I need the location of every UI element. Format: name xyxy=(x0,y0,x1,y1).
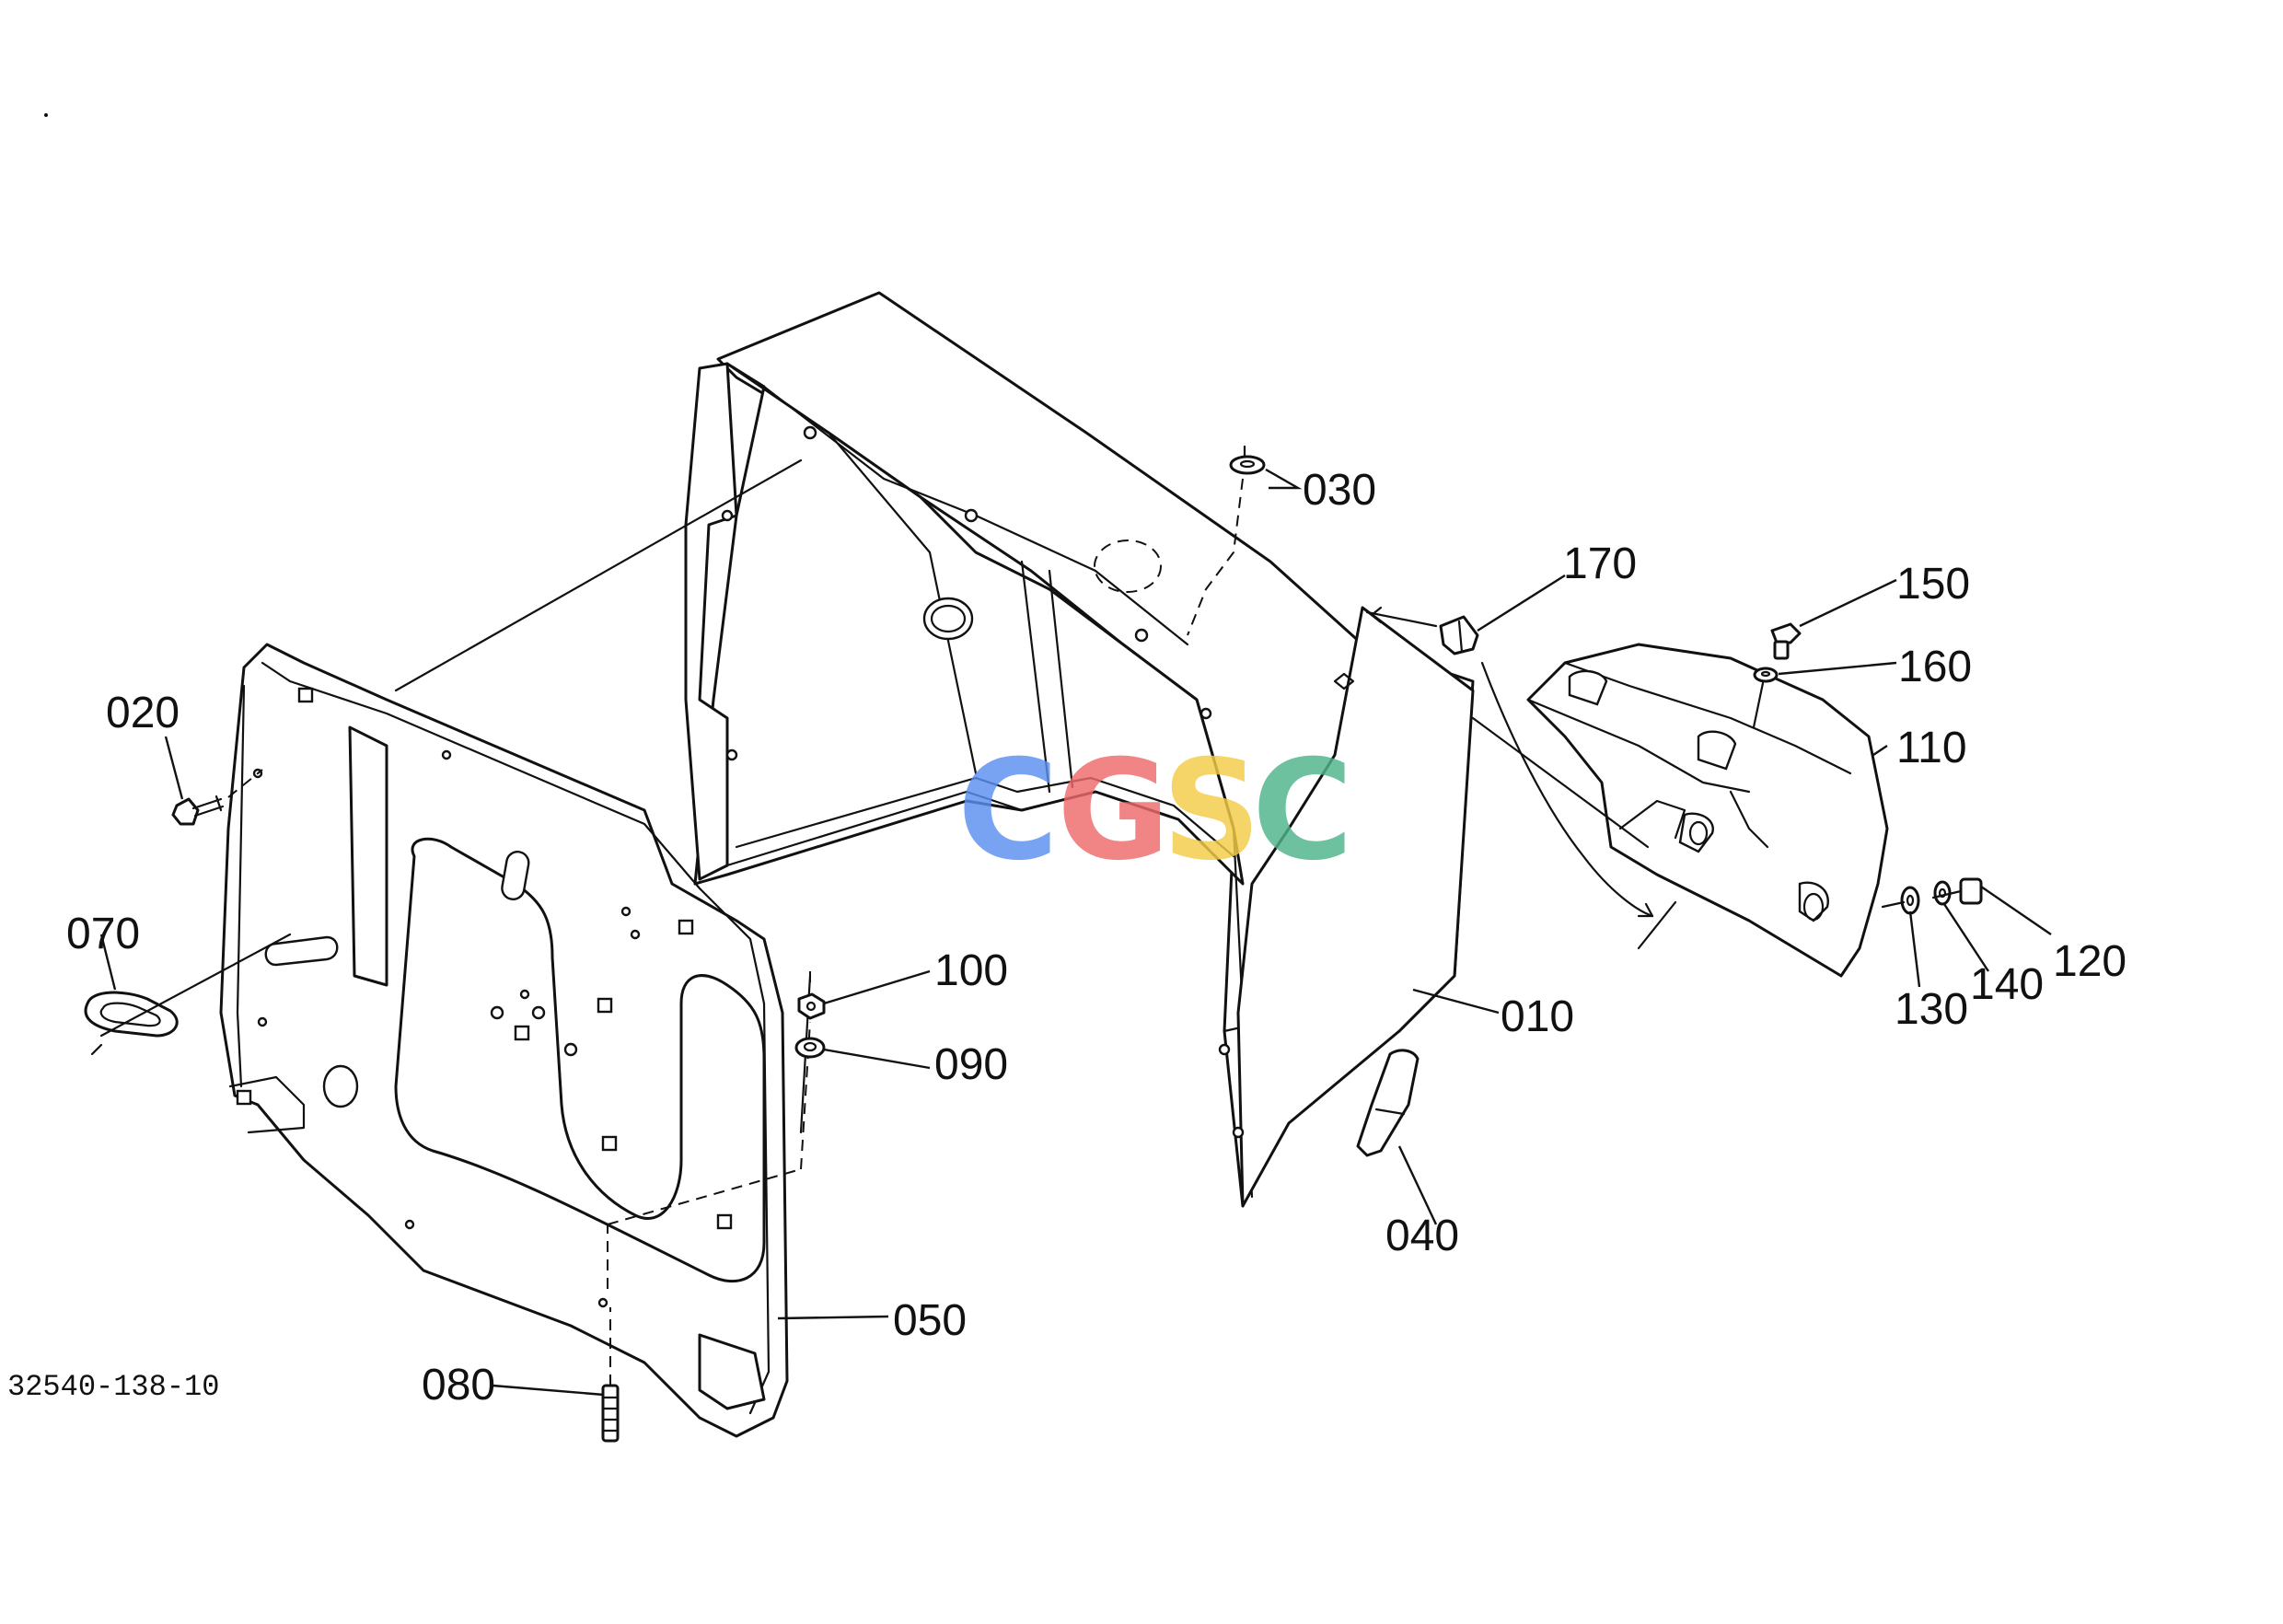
part-170-clip[interactable] xyxy=(1365,606,1677,950)
callout-050: 050 xyxy=(893,1296,967,1345)
callout-labels: 010 020 030 040 050 070 080 090 100 110 … xyxy=(66,466,2127,1409)
part-090-washer[interactable] xyxy=(794,1037,826,1059)
part-160-washer[interactable] xyxy=(1752,667,1779,729)
callout-110: 110 xyxy=(1896,724,1967,772)
part-150-screw[interactable] xyxy=(1770,622,1802,660)
watermark-letter-s: S xyxy=(1162,731,1261,891)
watermark-letter-g: G xyxy=(1057,731,1170,891)
part-120-bolt[interactable] xyxy=(1881,877,1983,909)
cgsc-watermark: C G S C xyxy=(957,731,1353,891)
callout-160: 160 xyxy=(1898,643,1972,691)
part-010-housing[interactable] xyxy=(684,291,1475,1208)
part-130-washer[interactable] xyxy=(1900,886,1920,915)
callout-080: 080 xyxy=(422,1361,495,1409)
leader-lines xyxy=(99,468,2052,1397)
callout-020: 020 xyxy=(106,689,180,737)
part-070-grommet[interactable] xyxy=(84,933,292,1056)
callout-140: 140 xyxy=(1970,960,2044,1009)
callout-100: 100 xyxy=(934,946,1008,995)
callout-070: 070 xyxy=(66,910,140,958)
callout-150: 150 xyxy=(1896,560,1970,609)
part-140-lock-washer[interactable] xyxy=(1933,880,1952,906)
part-100-nut[interactable] xyxy=(797,971,826,1020)
callout-010: 010 xyxy=(1501,992,1574,1041)
part-040-pad[interactable] xyxy=(1356,1049,1420,1157)
part-020-bolt[interactable] xyxy=(171,769,263,826)
callout-170: 170 xyxy=(1563,539,1637,588)
stray-dot xyxy=(44,113,48,117)
part-030-clip[interactable] xyxy=(1229,445,1266,475)
callout-130: 130 xyxy=(1895,985,1968,1034)
watermark-letter-c2: C xyxy=(1252,731,1353,891)
callout-030: 030 xyxy=(1303,466,1376,515)
callout-090: 090 xyxy=(934,1040,1008,1089)
drawing-code: 32540-138-10 xyxy=(7,1370,219,1404)
callout-120: 120 xyxy=(2053,937,2127,986)
part-050-front-plate[interactable] xyxy=(219,458,812,1438)
watermark-letter-c1: C xyxy=(957,731,1059,891)
part-080-stud[interactable] xyxy=(601,1307,620,1443)
part-110-side-cover[interactable] xyxy=(1526,643,1889,978)
callout-040: 040 xyxy=(1385,1212,1459,1260)
